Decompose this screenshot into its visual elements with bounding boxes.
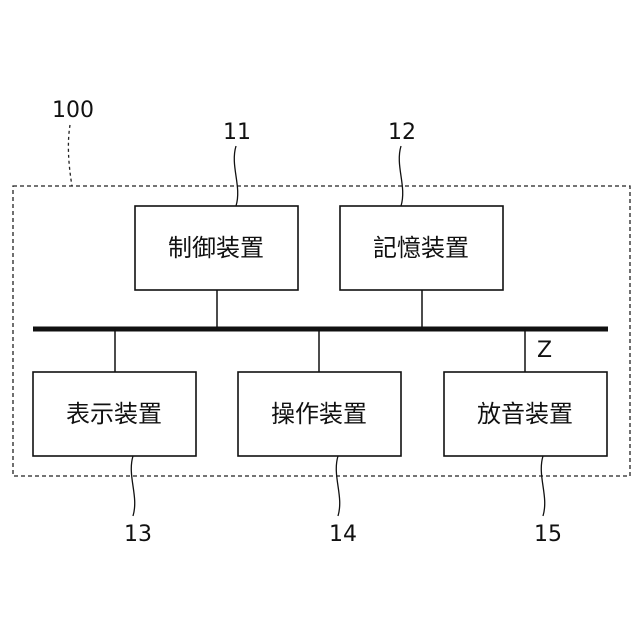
storage-ref-leader: [399, 146, 402, 206]
control-ref-label: 11: [223, 120, 251, 145]
display-device-label: 表示装置: [66, 400, 162, 428]
storage-ref-label: 12: [388, 120, 416, 145]
sound-device-block: 放音装置: [444, 372, 607, 456]
operation-device-block: 操作装置: [238, 372, 401, 456]
bus-label: Z: [537, 338, 552, 363]
system-ref-leader: [68, 125, 72, 186]
display-device-block: 表示装置: [33, 372, 196, 456]
sound-ref-leader: [541, 456, 544, 516]
control-ref-leader: [234, 146, 237, 206]
operation-ref-leader: [336, 456, 339, 516]
control-device-block: 制御装置: [135, 206, 298, 290]
display-ref-leader: [131, 456, 134, 516]
display-ref-label: 13: [124, 522, 152, 547]
storage-device-block: 記憶装置: [340, 206, 503, 290]
sound-ref-label: 15: [534, 522, 562, 547]
sound-device-label: 放音装置: [477, 400, 573, 428]
operation-ref-label: 14: [329, 522, 357, 547]
system-ref-label: 100: [52, 98, 94, 123]
operation-device-label: 操作装置: [271, 400, 367, 428]
storage-device-label: 記憶装置: [373, 234, 469, 262]
control-device-label: 制御装置: [168, 234, 264, 262]
